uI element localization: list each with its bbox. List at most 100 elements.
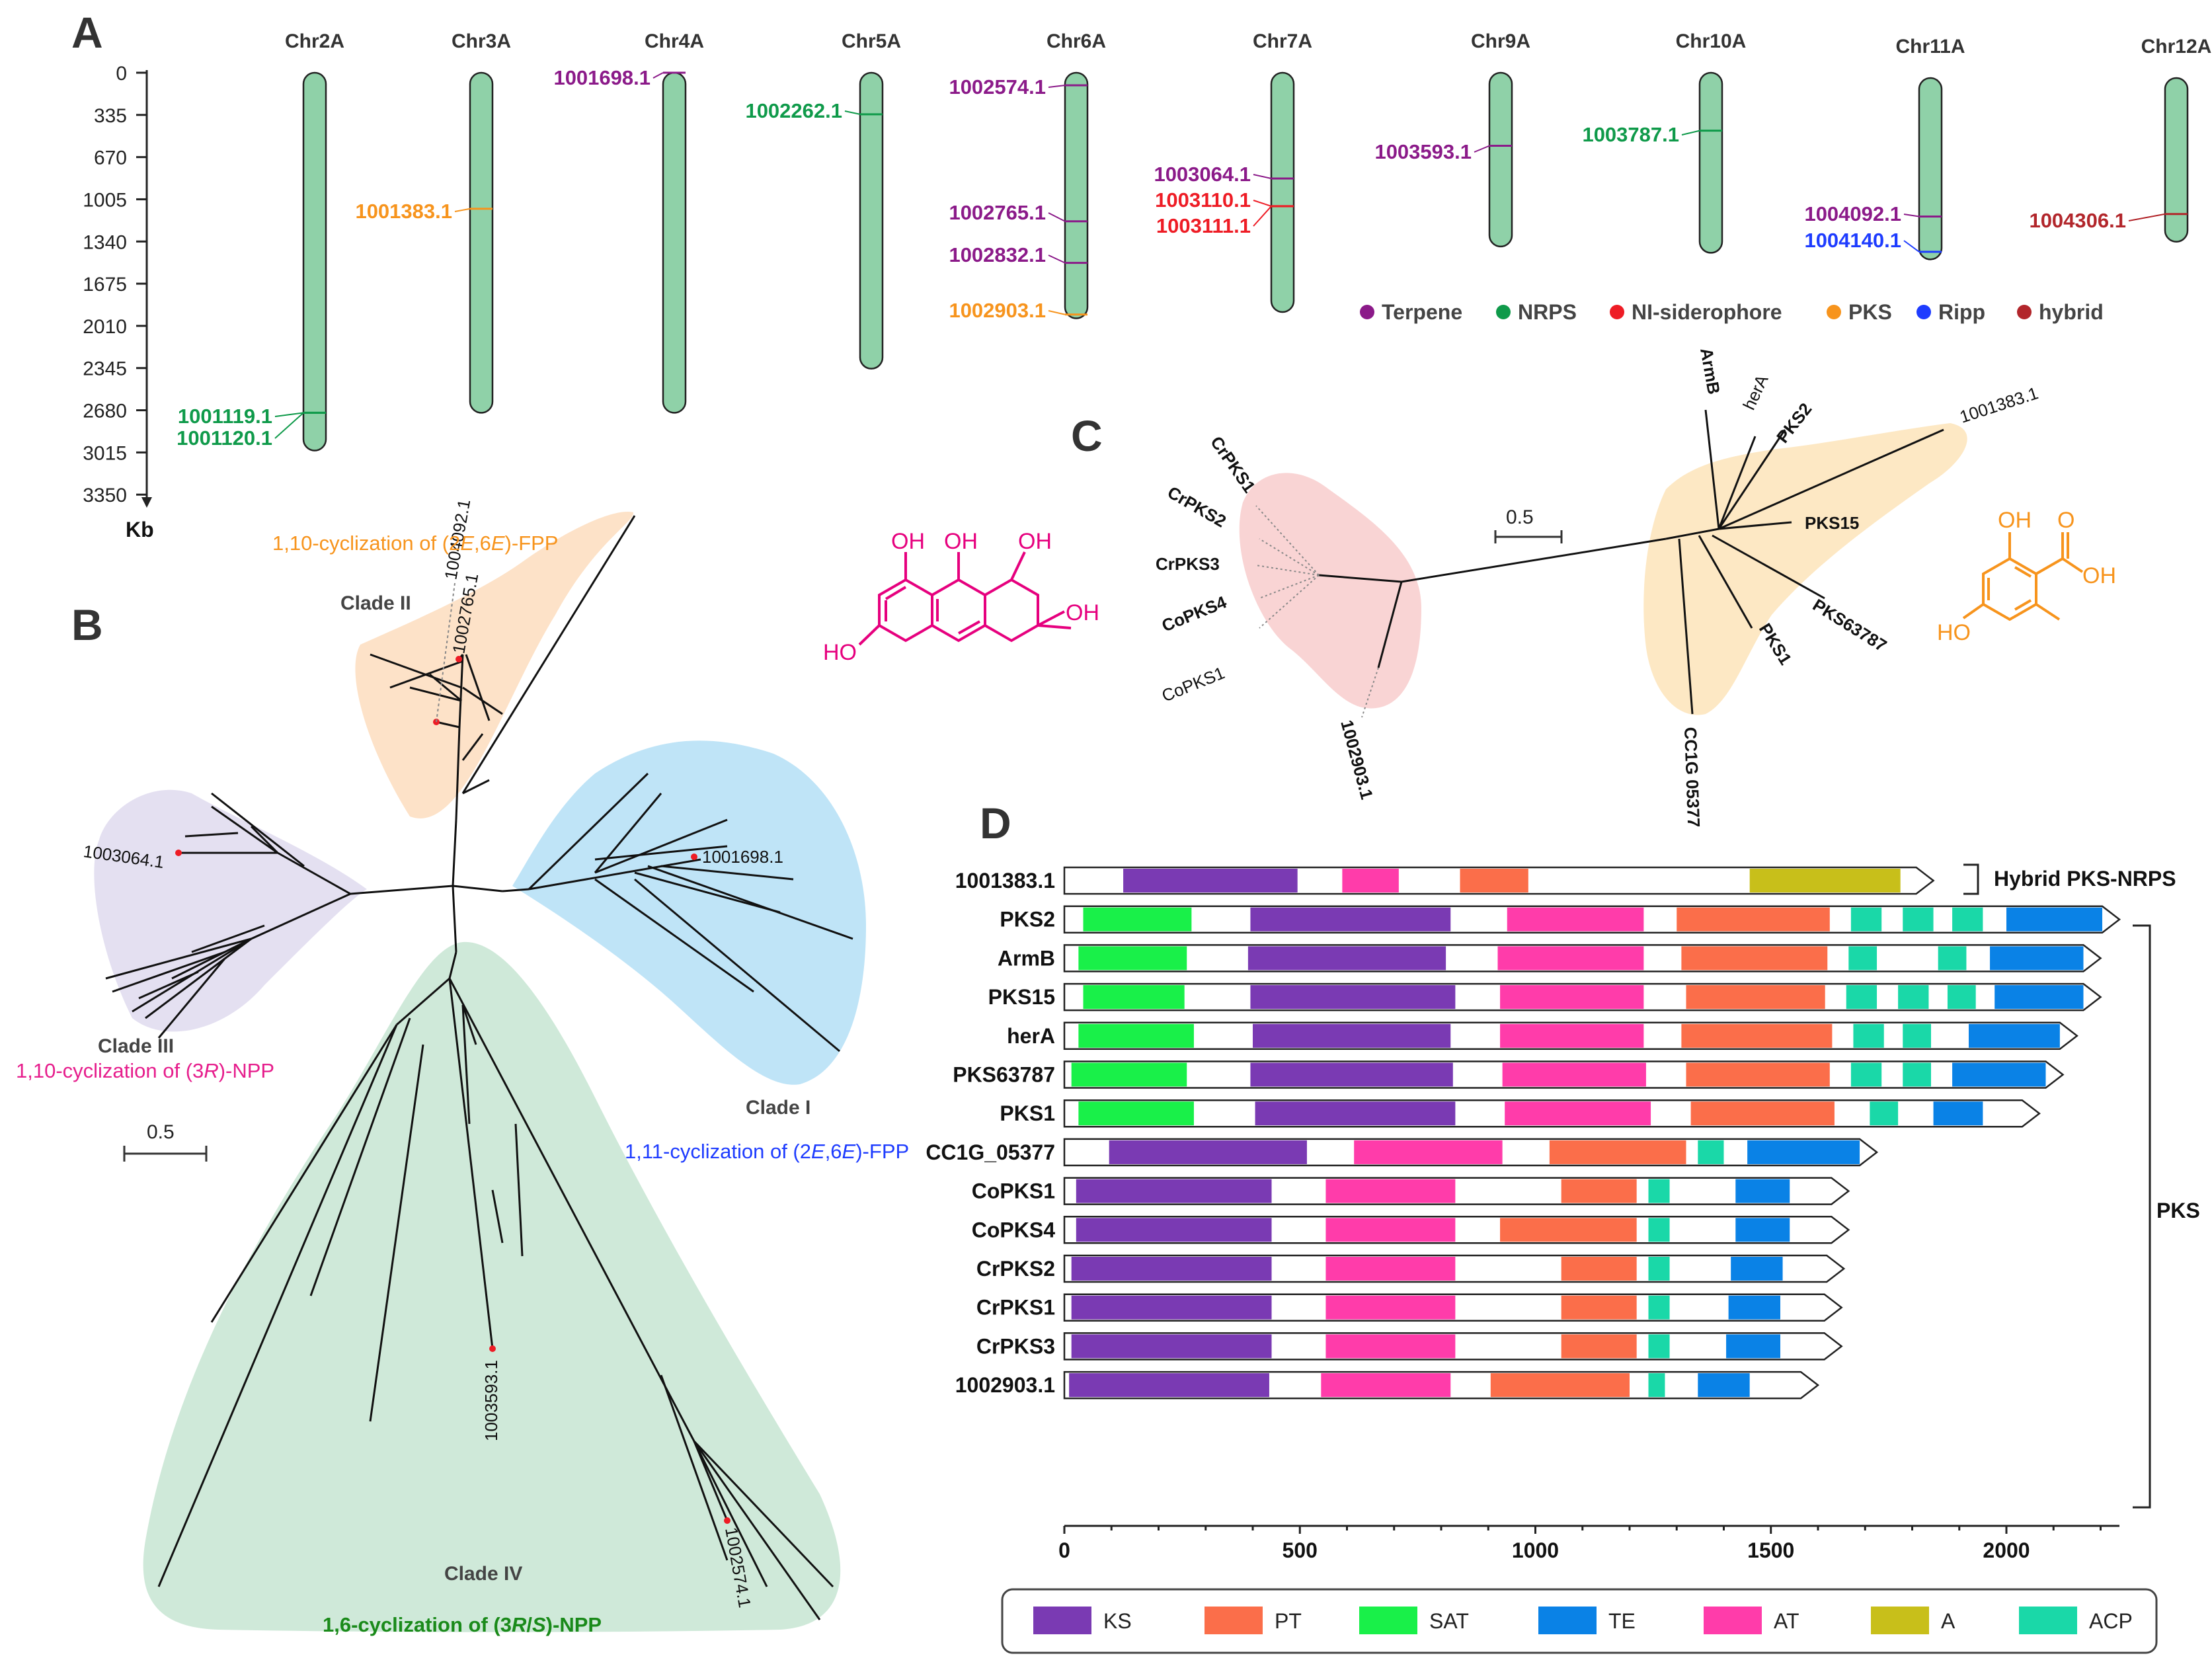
leaf-label-pks15: PKS15: [1805, 513, 1859, 533]
x-axis-tick-label: 1500: [1747, 1538, 1794, 1562]
tree-branch: [1665, 528, 1719, 540]
domain-acp: [1938, 946, 1967, 971]
leaf-connector: [436, 582, 455, 723]
legend-dot-terpene: [1360, 305, 1374, 319]
tree-branch: [1698, 535, 1753, 629]
tree-branch: [634, 871, 781, 914]
domain-pt: [1460, 869, 1528, 893]
legend-swatch-ks: [1033, 1607, 1091, 1634]
domain-te: [1747, 1140, 1860, 1164]
x-axis-tick-label: 2000: [1983, 1538, 2030, 1562]
domain-pt: [1549, 1140, 1686, 1164]
domain-acp: [1947, 985, 1976, 1010]
domain-sat: [1078, 946, 1187, 971]
pks-group-label: PKS: [2156, 1199, 2200, 1222]
protein-label: 1002903.1: [955, 1373, 1055, 1397]
domain-at: [1500, 1023, 1644, 1048]
domain-ks: [1255, 1101, 1456, 1126]
tree-branch: [660, 865, 794, 881]
legend-label: Ripp: [1938, 300, 1985, 324]
clade-ii-cyclization: 1,10-cyclization of (2E,6E)-FPP: [272, 532, 558, 555]
legend-swatch-pt: [1205, 1607, 1263, 1634]
tree-branch: [528, 772, 649, 891]
gene-label: 1003110.1: [1155, 188, 1251, 212]
clade-iii-cyclization: 1,10-cyclization of (3R)-NPP: [16, 1059, 274, 1082]
tree-branch: [452, 885, 503, 893]
tree-branch: [448, 951, 457, 979]
compound-structure-orsellinic: [1962, 532, 2084, 621]
tree-branch: [693, 1441, 768, 1587]
bond: [1962, 603, 1985, 619]
tree-branch: [594, 818, 728, 874]
domain-at: [1505, 1101, 1651, 1126]
domain-at: [1342, 869, 1399, 893]
domain-pt: [1561, 1295, 1637, 1320]
tree-branch: [502, 888, 530, 893]
protein-label: CrPKS2: [976, 1257, 1055, 1281]
domain-ks: [1069, 1373, 1269, 1398]
gene-connector: [1903, 240, 1920, 253]
tree-branch: [211, 792, 305, 867]
gene-connector: [1253, 174, 1272, 179]
tree-branch: [157, 958, 226, 1039]
domain-ks: [1071, 1334, 1272, 1359]
scale-bar-label: 0.5: [147, 1121, 175, 1143]
bond: [1037, 610, 1065, 627]
gene-label: 1002903.1: [949, 299, 1046, 322]
gene-label: 1001698.1: [553, 66, 651, 89]
leaf-label-copks1: CoPKS1: [1159, 662, 1228, 705]
tree-branch: [461, 515, 636, 794]
tree-branch: [1401, 537, 1667, 583]
right-group-hull: [1643, 423, 1967, 715]
domain-ks: [1250, 907, 1451, 932]
domain-te: [1728, 1295, 1780, 1320]
domain-pt: [1681, 946, 1828, 971]
chromosome-chr11a: [1918, 77, 1943, 260]
clade-iii-hull: [94, 789, 367, 1032]
axis-tick-label: 2010: [83, 316, 127, 338]
protein-label: PKS2: [1000, 908, 1055, 932]
axis-tick-label: 1005: [83, 189, 127, 211]
scale-bar-c: 0.5: [1494, 506, 1563, 543]
gene-label: 1001119.1: [178, 405, 272, 428]
tree-branches: [1318, 409, 1944, 715]
legend-label: AT: [1774, 1609, 1799, 1633]
leaf-label-copks4: CoPKS4: [1159, 592, 1230, 635]
protein-label: CoPKS1: [972, 1179, 1055, 1203]
domain-acp: [1870, 1101, 1899, 1126]
domain-acp: [1648, 1179, 1670, 1203]
tree-branch: [465, 654, 491, 721]
panel-label-a: A: [71, 8, 103, 57]
tree-branch: [594, 878, 754, 993]
domain-pt: [1561, 1334, 1637, 1359]
tree-branch: [138, 971, 199, 1000]
domain-pt: [1681, 1023, 1833, 1048]
gene-connector: [2128, 213, 2166, 221]
tree-branch: [389, 660, 463, 689]
legend-swatch-at: [1704, 1607, 1762, 1634]
domain-ks: [1076, 1218, 1272, 1242]
tree-branch: [309, 1017, 411, 1296]
domain-at: [1507, 907, 1644, 932]
tree-branch: [448, 978, 494, 1349]
tree-branch: [436, 721, 460, 729]
atom-label: OH: [891, 529, 925, 554]
protein-label: ArmB: [998, 946, 1055, 970]
domain-pt: [1561, 1257, 1637, 1281]
leaf-label-1003593: 1003593.1: [481, 1360, 501, 1441]
leaf-marker: [489, 1345, 496, 1352]
tree-branch: [461, 1004, 471, 1125]
domain-te: [1726, 1334, 1780, 1359]
domain-te: [1990, 946, 2084, 971]
bond: [858, 624, 881, 646]
axis-tick-label: 3015: [83, 442, 127, 464]
compound-labels-anthrol: OH OH OH OH HO: [823, 529, 1099, 665]
axis-tick-label: 2345: [83, 358, 127, 380]
pks-tree: CrPKS1 CrPKS2 CrPKS3 CoPKS4 CoPKS1 10029…: [1156, 346, 2041, 828]
panel-label-c: C: [1071, 411, 1103, 460]
chromosome-label: Chr6A: [1047, 30, 1106, 52]
scale-bar-b: 0.5: [123, 1121, 208, 1162]
legend-dot-nrps: [1496, 305, 1511, 319]
axis-unit-label: Kb: [126, 518, 154, 541]
